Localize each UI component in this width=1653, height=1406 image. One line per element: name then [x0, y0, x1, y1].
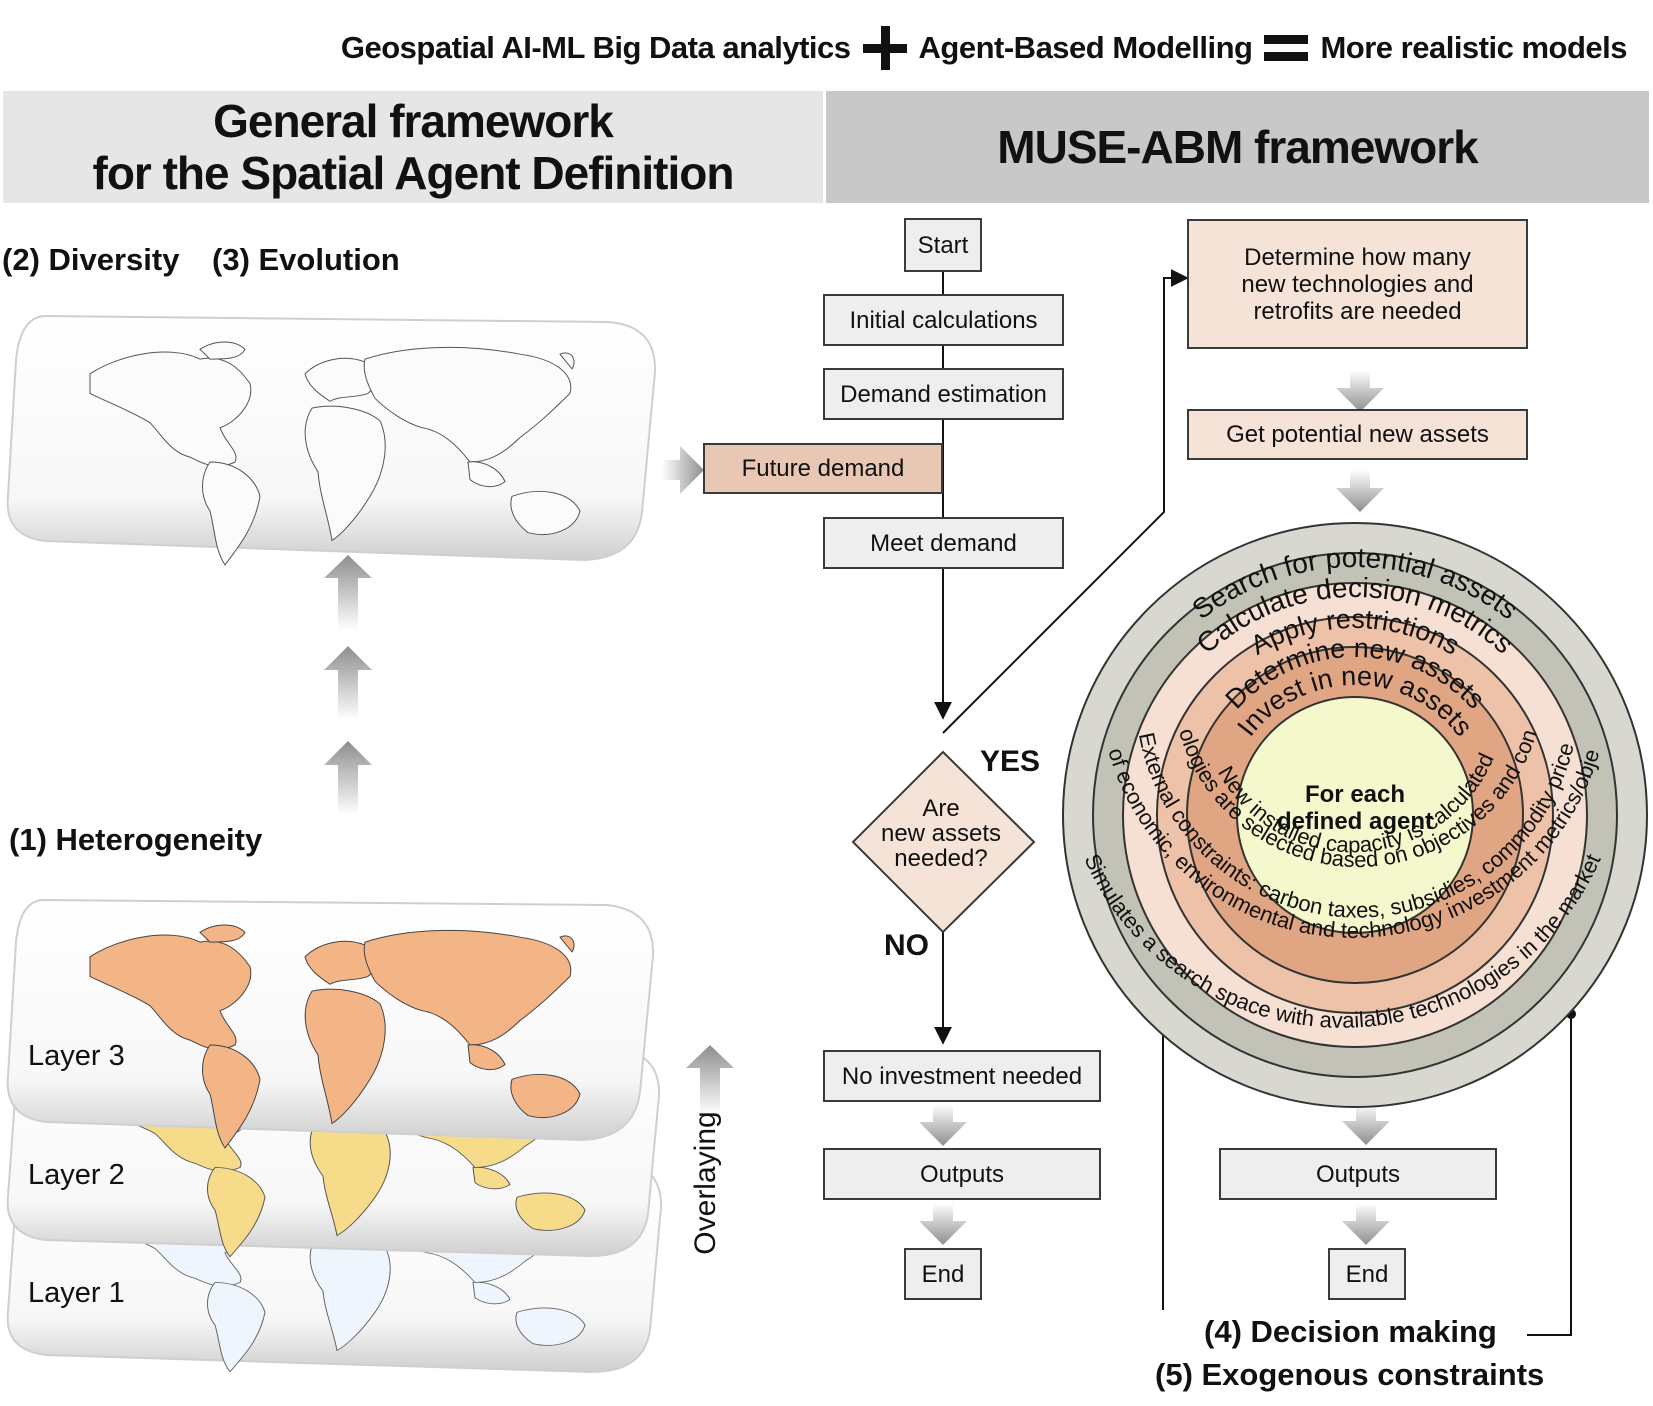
determine-line3: retrofits are needed: [1253, 297, 1462, 325]
initial-calculations-box: Initial calculations: [823, 294, 1064, 346]
layer-3-label: Layer 3: [28, 1040, 125, 1072]
world-map-slab-top: [6, 314, 656, 566]
overlaying-label: Overlaying: [689, 1111, 722, 1255]
determine-line2: new technologies and: [1241, 270, 1474, 298]
no-investment-box: No investment needed: [823, 1050, 1101, 1102]
meet-demand-box: Meet demand: [823, 517, 1064, 569]
start-box: Start: [904, 218, 982, 272]
end-right-box: End: [1328, 1248, 1406, 1300]
equals-icon: [1264, 31, 1309, 65]
ring-center: [1236, 696, 1474, 934]
decision-diamond: [851, 750, 1036, 934]
decision-line2: new assets: [880, 820, 1002, 847]
equation-result: More realistic models: [1320, 30, 1627, 65]
get-potential-assets-box: Get potential new assets: [1187, 409, 1528, 460]
layer-3-slab: [6, 898, 654, 1149]
flow-down-arrows: [919, 370, 1390, 1245]
heterogeneity-label: (1) Heterogeneity: [9, 822, 263, 857]
equation-banner: Geospatial AI-ML Big Data analytics Agen…: [341, 26, 1627, 70]
end-left-box: End: [904, 1248, 982, 1300]
equation-term1: Geospatial AI-ML Big Data analytics: [340, 30, 851, 65]
future-demand-box: Future demand: [703, 443, 943, 494]
determine-line1: Determine how many: [1244, 243, 1471, 271]
outputs-right-box: Outputs: [1219, 1148, 1497, 1200]
determine-box: Determine how many new technologies and …: [1187, 219, 1528, 349]
exogenous-constraints-label: (5) Exogenous constraints: [1155, 1357, 1545, 1392]
evolution-arrows: [324, 555, 734, 1115]
decision-line3: needed?: [894, 845, 988, 872]
diversity-label: (2) Diversity: [2, 242, 180, 277]
center-line2: defined agent: [1276, 808, 1433, 835]
layer-2-label: Layer 2: [28, 1159, 125, 1191]
outputs-left-box: Outputs: [823, 1148, 1101, 1200]
ring-center-text: For each defined agent: [1262, 781, 1448, 835]
no-label: NO: [884, 929, 929, 962]
decision-line1: Are: [922, 795, 960, 822]
demand-estimation-box: Demand estimation: [823, 368, 1064, 420]
header-general-framework: General framework for the Spatial Agent …: [3, 91, 823, 203]
decision-question: Are new assets needed?: [860, 796, 1022, 871]
header-left-line2: for the Spatial Agent Definition: [92, 147, 735, 199]
map-to-demand-arrow: [662, 446, 704, 494]
decision-rings: [1062, 522, 1648, 1108]
plus-icon: [862, 26, 907, 70]
center-line1: For each: [1304, 781, 1406, 808]
equation-term2: Agent-Based Modelling: [918, 30, 1253, 65]
decision-making-label: (4) Decision making: [1204, 1314, 1497, 1349]
layer-1-label: Layer 1: [28, 1277, 125, 1309]
evolution-label: (3) Evolution: [212, 242, 400, 277]
header-muse-abm: MUSE-ABM framework: [826, 91, 1649, 203]
yes-label: YES: [980, 745, 1041, 778]
header-left-line1: General framework: [213, 95, 614, 147]
